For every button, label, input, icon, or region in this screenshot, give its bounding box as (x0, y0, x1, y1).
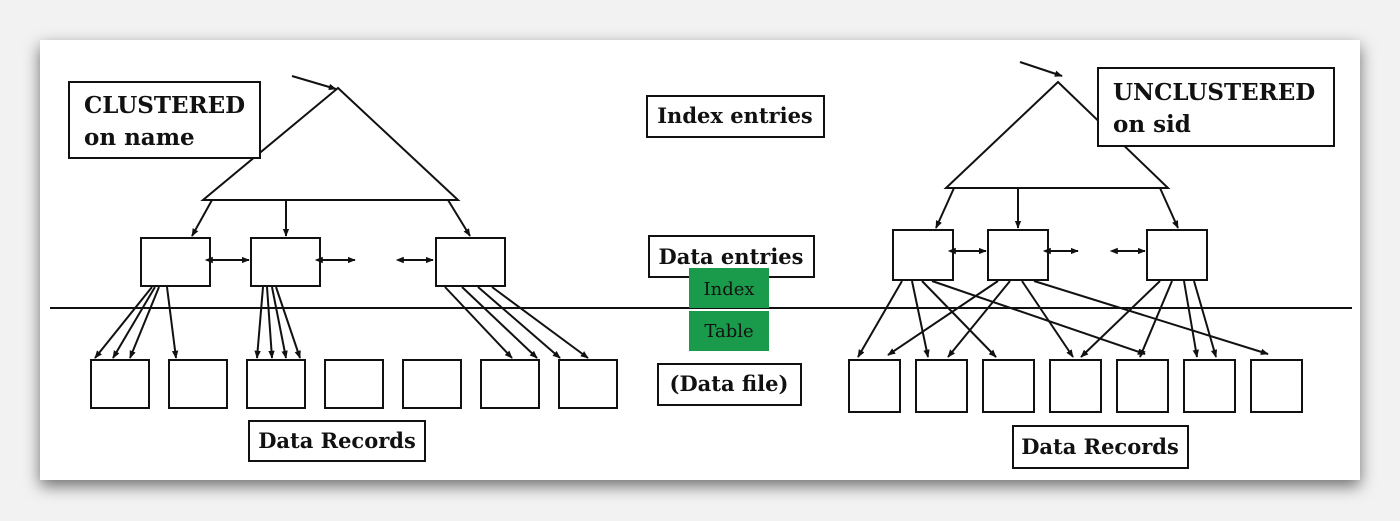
leaf-page (435, 237, 506, 287)
data-page (480, 359, 540, 409)
data-page (915, 359, 968, 413)
data-page (324, 359, 384, 409)
data-file-text: (Data file) (670, 371, 789, 396)
table-tag: Table (689, 311, 769, 351)
leaf-page (140, 237, 211, 287)
leaf-page (1146, 229, 1208, 281)
index-tag-text: Index (703, 279, 754, 300)
data-page (1049, 359, 1102, 413)
table-tag-text: Table (704, 321, 753, 342)
data-page (168, 359, 228, 409)
data-page (1183, 359, 1236, 413)
unclustered-line-2: on sid (1113, 111, 1191, 138)
data-page (982, 359, 1035, 413)
unclustered-tree (848, 61, 1303, 413)
leaf-page (987, 229, 1049, 281)
unclustered-label: UNCLUSTERED on sid (1097, 67, 1335, 147)
right-data-records-label: Data Records (1012, 425, 1189, 469)
left-data-records-text: Data Records (258, 428, 416, 453)
unclustered-line-1: UNCLUSTERED (1113, 79, 1315, 106)
clustered-label: CLUSTERED on name (68, 81, 261, 159)
clustered-tree (90, 75, 618, 409)
left-data-records-label: Data Records (248, 420, 426, 462)
data-page (848, 359, 901, 413)
data-page (558, 359, 618, 409)
data-page (246, 359, 306, 409)
clustered-line-2: on name (84, 124, 195, 151)
data-entries-text: Data entries (659, 244, 804, 269)
index-entries-label: Index entries (646, 95, 825, 138)
index-entries-text: Index entries (657, 103, 813, 128)
data-page (1250, 359, 1303, 413)
index-tag: Index (689, 268, 769, 308)
leaf-page (250, 237, 321, 287)
data-page (1116, 359, 1169, 413)
data-file-label: (Data file) (657, 363, 802, 406)
right-data-records-text: Data Records (1021, 434, 1179, 459)
data-page (90, 359, 150, 409)
clustered-line-1: CLUSTERED (84, 92, 245, 119)
leaf-page (892, 229, 954, 281)
data-page (402, 359, 462, 409)
